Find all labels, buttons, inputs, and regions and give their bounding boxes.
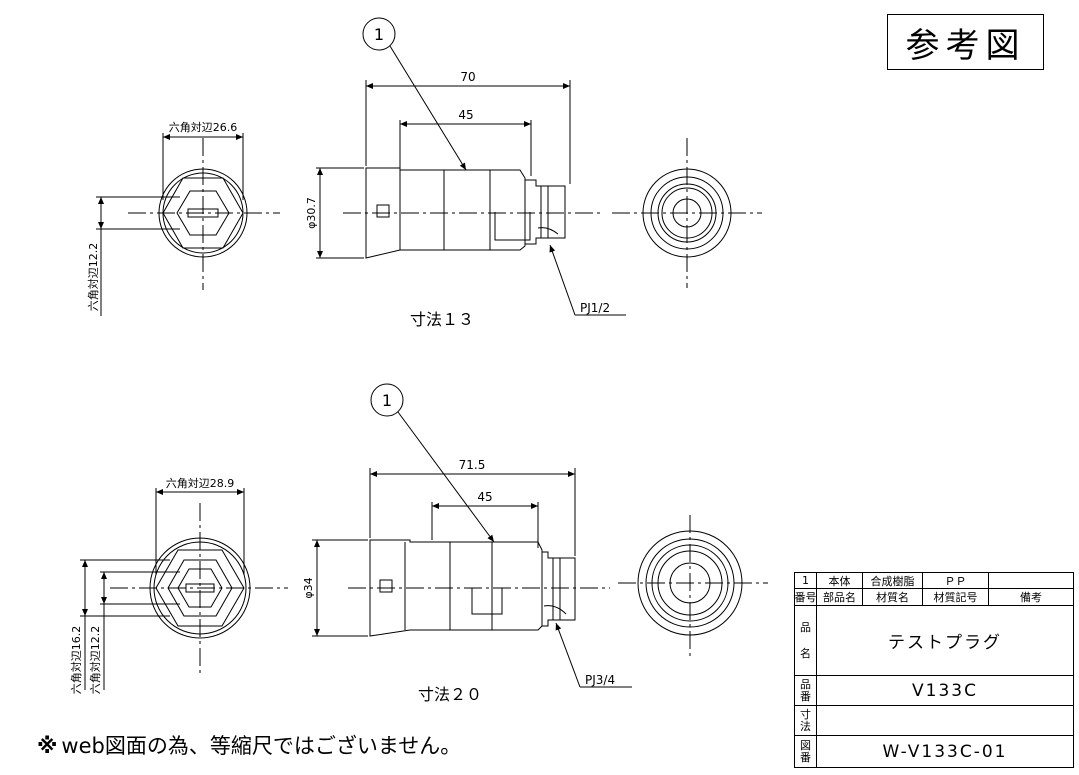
dim-dia-20: φ34 <box>302 577 315 598</box>
product-no-row: 品番 V133C <box>795 676 1073 706</box>
end-view-right-13 <box>612 138 762 288</box>
product-no-label: 品番 <box>795 676 817 705</box>
dim-overall-13: 70 <box>460 70 475 84</box>
header-material: 材質名 <box>863 589 923 605</box>
product-no: V133C <box>912 680 978 701</box>
view-20 <box>80 383 768 690</box>
view-13 <box>96 17 762 316</box>
header-remarks: 備考 <box>1020 591 1042 604</box>
product-name: テストプラグ <box>888 633 1002 653</box>
part-name: 本体 <box>817 573 863 588</box>
part-no: 1 <box>795 573 817 588</box>
note-mark: ※ <box>37 734 58 758</box>
reference-drawing-stamp: 参考図 <box>887 14 1044 70</box>
side-view-13 <box>343 167 600 259</box>
hex-across-label-20: 六角対辺28.9 <box>166 476 235 490</box>
material-name: 合成樹脂 <box>863 573 923 588</box>
thread-label-20: PJ3/4 <box>585 673 615 687</box>
side-view-20 <box>348 539 610 637</box>
scale-note: ※web図面の為、等縮尺ではございません。 <box>37 730 461 760</box>
hex-inner-label-20: 六角対辺12.2 <box>88 626 102 695</box>
size-value <box>817 706 1073 735</box>
note-text: web図面の為、等縮尺ではございません。 <box>61 734 462 758</box>
header-row: 番号 部品名 材質名 材質記号 備考 <box>795 589 1073 606</box>
product-name-label: 品名 <box>795 606 817 675</box>
caption-13: 寸法１３ <box>410 310 474 329</box>
thread-label-13: PJ1/2 <box>580 301 610 315</box>
material-code: ＰＰ <box>923 573 989 588</box>
product-name-row: 品名 テストプラグ <box>795 606 1073 676</box>
hex-across-label-13: 六角対辺26.6 <box>169 120 238 134</box>
end-view-left-13 <box>128 138 280 290</box>
drawing-no: W-V133C-01 <box>882 741 1008 762</box>
header-part: 部品名 <box>817 589 863 605</box>
dim-dia-13: φ30.7 <box>305 197 318 229</box>
drawing-no-row: 図番 W-V133C-01 <box>795 736 1073 767</box>
caption-20: 寸法２０ <box>418 685 482 704</box>
dim-body-13: 45 <box>458 108 473 122</box>
header-no: 番号 <box>794 589 817 605</box>
balloon-number-13: 1 <box>374 25 384 44</box>
parts-row: 1 本体 合成樹脂 ＰＰ <box>795 573 1073 589</box>
hex-inner-label-13: 六角対辺12.2 <box>86 243 100 312</box>
dim-overall-20: 71.5 <box>459 458 486 472</box>
header-code: 材質記号 <box>923 589 989 605</box>
size-label: 寸法 <box>795 706 817 735</box>
drawing-no-label: 図番 <box>795 736 817 767</box>
end-view-right-20 <box>618 515 768 660</box>
part-remarks <box>989 573 1073 588</box>
balloon-number-20: 1 <box>382 391 392 410</box>
end-view-left-20 <box>110 503 288 673</box>
dim-body-20: 45 <box>477 490 492 504</box>
size-row: 寸法 <box>795 706 1073 736</box>
hex-outer-label-20: 六角対辺16.2 <box>69 626 83 695</box>
title-block: 1 本体 合成樹脂 ＰＰ 番号 部品名 材質名 材質記号 備考 品名 テストプラ… <box>794 572 1074 768</box>
